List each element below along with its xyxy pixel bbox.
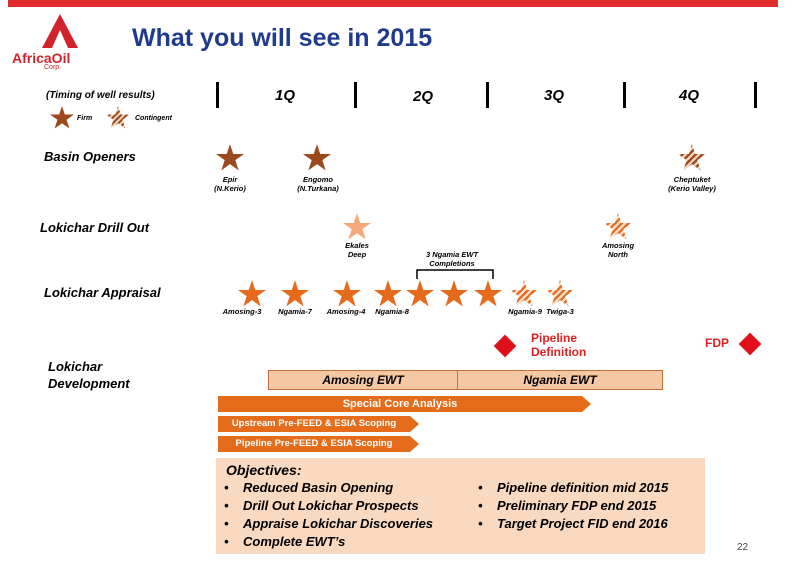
top-accent-bar xyxy=(8,0,778,7)
row-label-lokichar-appraisal: Lokichar Appraisal xyxy=(44,285,161,300)
quarter-divider xyxy=(623,82,626,108)
legend-contingent-label: Contingent xyxy=(135,115,172,122)
africa-oil-logo-icon xyxy=(42,14,78,48)
well-label-amosing-3: Amosing-3 xyxy=(222,307,262,316)
well-label-epir: Epir(N.Kerio) xyxy=(214,175,246,193)
pipeline-pre-feed-arrow: Pipeline Pre-FEED & ESIA Scoping xyxy=(218,436,419,452)
logo-text: AfricaOil xyxy=(12,50,71,66)
firm-star-ewt-completion-1-icon xyxy=(406,280,434,307)
quarter-label-2q: 2Q xyxy=(413,88,434,105)
well-label-amosing-4: Amosing-4 xyxy=(326,307,366,316)
objectives-right-list: • Pipeline definition mid 2015 • Prelimi… xyxy=(478,479,668,533)
objective-item: • Appraise Lokichar Discoveries xyxy=(224,516,434,531)
well-label-cheptuket: Cheptuket(Kerio Valley) xyxy=(668,175,716,193)
fdp-milestone-icon xyxy=(738,332,762,356)
objectives-left-list: • Reduced Basin Opening • Drill Out Loki… xyxy=(224,479,433,551)
objective-item: • Target Project FID end 2016 xyxy=(478,516,668,531)
well-label-ngamia-7: Ngamia-7 xyxy=(278,307,312,316)
quarter-label-4q: 4Q xyxy=(679,87,700,104)
well-label-ngamia-8: Ngamia-8 xyxy=(375,307,409,316)
firm-star-ngamia-7-icon xyxy=(281,280,309,307)
contingent-star-amosing-north-icon xyxy=(604,213,632,240)
contingent-star-twiga-3-icon xyxy=(546,280,574,307)
upstream-pre-feed-arrow: Upstream Pre-FEED & ESIA Scoping xyxy=(218,416,419,432)
firm-star-legend-icon xyxy=(50,106,74,129)
contingent-star-ekales-deep-icon xyxy=(343,213,371,240)
firm-star-ewt-completion-3-icon xyxy=(474,280,502,307)
contingent-star-cheptuket-icon xyxy=(678,144,706,171)
objective-item: • Drill Out Lokichar Prospects xyxy=(224,498,419,513)
objective-item: • Reduced Basin Opening xyxy=(224,480,394,495)
timing-label: (Timing of well results) xyxy=(46,90,155,101)
objective-item: • Complete EWT’s xyxy=(224,534,346,549)
firm-star-engomo-icon xyxy=(303,144,331,171)
firm-star-ngamia-8-icon xyxy=(374,280,402,307)
pipeline-definition-milestone-icon xyxy=(493,334,517,358)
well-label-engomo: Engomo(N.Turkana) xyxy=(297,175,339,193)
quarter-divider xyxy=(486,82,489,108)
special-core-analysis-arrow: Special Core Analysis xyxy=(218,396,591,412)
quarter-label-1q: 1Q xyxy=(275,87,296,104)
objective-item: • Pipeline definition mid 2015 xyxy=(478,480,669,495)
well-label-ngamia-9: Ngamia-9 xyxy=(508,307,542,316)
quarter-label-3q: 3Q xyxy=(544,87,565,104)
page-title: What you will see in 2015 xyxy=(132,24,433,52)
quarter-divider xyxy=(216,82,219,108)
contingent-star-legend-icon xyxy=(106,106,130,129)
amosing-ewt-bar: Amosing EWT xyxy=(268,370,458,390)
fdp-label: FDP xyxy=(705,336,729,350)
firm-star-ewt-completion-2-icon xyxy=(440,280,468,307)
firm-star-epir-icon xyxy=(216,144,244,171)
quarter-divider xyxy=(354,82,357,108)
ngamia-ewt-bar: Ngamia EWT xyxy=(457,370,663,390)
well-label-twiga-3: Twiga-3 xyxy=(546,307,574,316)
quarter-divider xyxy=(754,82,757,108)
objective-item: • Preliminary FDP end 2015 xyxy=(478,498,657,513)
contingent-star-ngamia-9-icon xyxy=(510,280,538,307)
row-label-lokichar-development: Lokichar Development xyxy=(48,359,130,391)
firm-star-amosing-4-icon xyxy=(333,280,361,307)
objectives-title: Objectives: xyxy=(226,462,302,478)
page-number: 22 xyxy=(737,542,749,553)
objectives-box: Objectives: • Reduced Basin Opening • Dr… xyxy=(216,458,705,554)
row-label-lokichar-drill-out: Lokichar Drill Out xyxy=(40,220,150,235)
completions-bracket xyxy=(416,269,494,279)
row-label-basin-openers: Basin Openers xyxy=(44,149,136,164)
legend-firm-label: Firm xyxy=(77,115,93,122)
logo-subtext: Corp. xyxy=(44,64,62,71)
firm-star-amosing-3-icon xyxy=(238,280,266,307)
